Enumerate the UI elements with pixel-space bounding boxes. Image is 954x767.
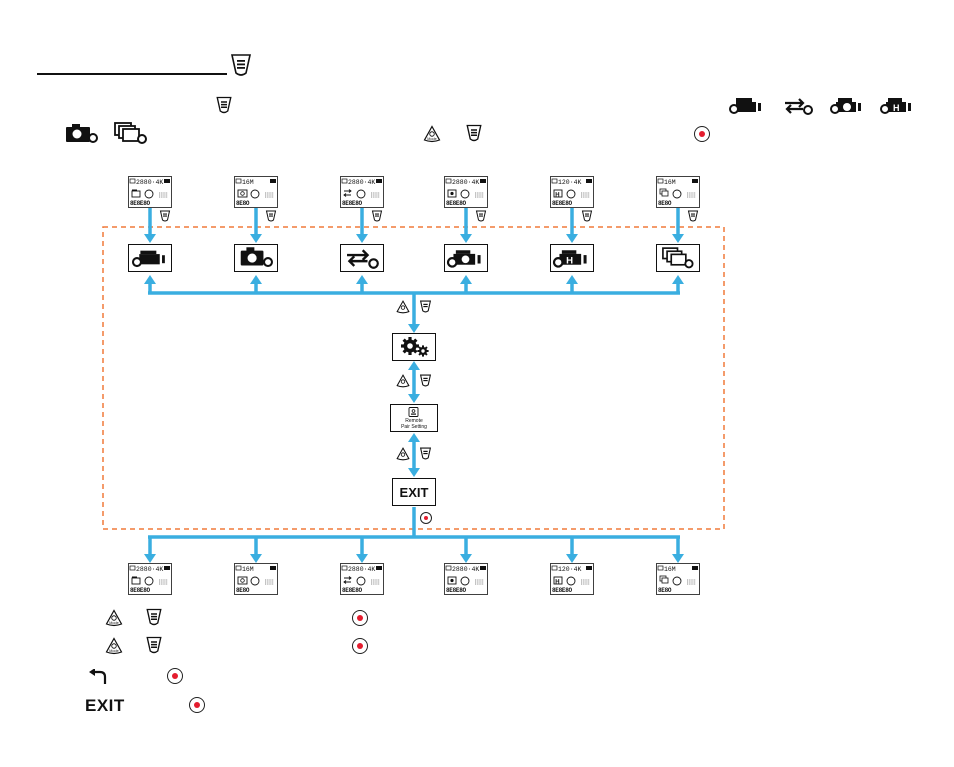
lcd-resolution-text: 16M xyxy=(664,179,676,186)
camera-lcd-screen-loop-bottom: 2880·4K 8E8E8O xyxy=(340,563,384,595)
remote-pair-setting-box[interactable]: Remote Pair Setting xyxy=(390,404,438,432)
svg-text:8E8E8O: 8E8E8O xyxy=(342,200,363,207)
camera-lcd-screen-video-top: 2880·4K 8E8E8O xyxy=(128,176,172,208)
svg-text:8E8E8O: 8E8E8O xyxy=(552,200,573,207)
burst-settings-icon xyxy=(662,247,694,269)
svg-text:H: H xyxy=(566,256,573,267)
lcd-resolution-text: 2880·4K xyxy=(136,179,163,186)
svg-text:8E8O: 8E8O xyxy=(236,200,250,207)
photo-settings-icon xyxy=(66,124,98,143)
video-settings-icon xyxy=(729,98,761,114)
svg-text:8E8E8O: 8E8E8O xyxy=(342,587,363,594)
lcd-resolution-text: 2880·4K xyxy=(348,566,375,573)
menu-button-icon xyxy=(159,210,171,222)
gear-icon xyxy=(401,337,429,357)
svg-text:8E8E8O: 8E8E8O xyxy=(130,200,151,207)
lcd-resolution-text: 120·4K xyxy=(558,566,582,573)
photo-settings-icon xyxy=(240,247,273,268)
svg-text:Mode: Mode xyxy=(427,137,436,141)
camera-lcd-screen-burst-top: 16M 8E8O xyxy=(656,176,700,208)
lcd-resolution-text: 2880·4K xyxy=(136,566,163,573)
loop-settings-icon xyxy=(347,249,379,269)
menu-button-icon xyxy=(419,300,432,313)
highspeed-settings-box[interactable]: H xyxy=(550,244,594,272)
menu-button-icon xyxy=(419,447,432,460)
menu-button-icon xyxy=(419,374,432,387)
back-arrow-icon xyxy=(89,669,107,684)
highspeed-settings-icon: H xyxy=(552,250,587,268)
timelapse-settings-box[interactable] xyxy=(444,244,488,272)
menu-button-icon xyxy=(371,210,383,222)
burst-settings-icon xyxy=(114,122,147,144)
menu-button-icon xyxy=(216,96,232,114)
camera-lcd-screen-photo-bottom: 16M 8E8O xyxy=(234,563,278,595)
menu-button-icon xyxy=(475,210,487,222)
lcd-resolution-text: 2880·4K xyxy=(348,179,375,186)
menu-button-icon xyxy=(581,210,593,222)
lcd-resolution-text: 2880·4K xyxy=(452,566,479,573)
exit-box[interactable]: EXIT xyxy=(392,478,436,506)
svg-text:8E8E8O: 8E8E8O xyxy=(446,587,467,594)
highspeed-settings-icon: H xyxy=(880,98,911,114)
lcd-resolution-text: 16M xyxy=(664,566,676,573)
remote-icon xyxy=(408,407,419,417)
lcd-resolution-text: 16M xyxy=(242,566,254,573)
video-settings-icon xyxy=(131,250,165,268)
mode-button-icon xyxy=(396,374,410,388)
camera-lcd-screen-photo-top: 16M 8E8O xyxy=(234,176,278,208)
lcd-resolution-text: 16M xyxy=(242,179,254,186)
remote-label-line2: Pair Setting xyxy=(401,424,427,430)
svg-text:8E8O: 8E8O xyxy=(236,587,250,594)
menu-button-icon xyxy=(687,210,699,222)
lcd-resolution-text: 2880·4K xyxy=(452,179,479,186)
svg-text:Mode: Mode xyxy=(109,621,118,625)
camera-lcd-screen-timelapse-bottom: 2880·4K 8E8E8O xyxy=(444,563,488,595)
mode-button-icon xyxy=(396,300,410,314)
loop-settings-box[interactable] xyxy=(340,244,384,272)
svg-text:8E8E8O: 8E8E8O xyxy=(552,587,573,594)
svg-text:H: H xyxy=(555,192,559,198)
timelapse-settings-icon xyxy=(830,98,861,114)
section-header-rule xyxy=(37,73,227,75)
menu-button-icon xyxy=(265,210,277,222)
menu-button-icon xyxy=(231,54,251,76)
mode-button-icon: Mode xyxy=(423,125,441,143)
camera-lcd-screen-highspeed-top: 120·4K H 8E8E8O xyxy=(550,176,594,208)
camera-lcd-screen-loop-top: 2880·4K 8E8E8O xyxy=(340,176,384,208)
record-button-icon xyxy=(420,512,432,524)
mode-button-icon: Mode xyxy=(105,609,123,627)
menu-button-icon xyxy=(146,608,162,626)
remote-label-line1: Remote xyxy=(405,418,423,424)
menu-button-icon xyxy=(146,636,162,654)
record-button-icon xyxy=(352,610,368,626)
record-button-icon xyxy=(189,697,205,713)
camera-lcd-screen-video-bottom: 2880·4K 8E8E8O xyxy=(128,563,172,595)
svg-text:8E8O: 8E8O xyxy=(658,200,672,207)
legend-exit-label: EXIT xyxy=(85,696,125,715)
photo-settings-box[interactable] xyxy=(234,244,278,272)
svg-text:H: H xyxy=(555,579,559,585)
camera-lcd-screen-highspeed-bottom: 120·4K H 8E8E8O xyxy=(550,563,594,595)
loop-settings-icon xyxy=(785,98,813,115)
record-button-icon xyxy=(694,126,710,142)
record-button-icon xyxy=(167,668,183,684)
camera-lcd-screen-timelapse-top: 2880·4K 8E8E8O xyxy=(444,176,488,208)
burst-settings-box[interactable] xyxy=(656,244,700,272)
record-button-icon xyxy=(352,638,368,654)
video-settings-box[interactable] xyxy=(128,244,172,272)
mode-button-icon xyxy=(396,447,410,461)
svg-text:8E8E8O: 8E8E8O xyxy=(130,587,151,594)
lcd-resolution-text: 120·4K xyxy=(558,179,582,186)
svg-text:8E8E8O: 8E8E8O xyxy=(446,200,467,207)
timelapse-settings-icon xyxy=(446,250,481,268)
svg-text:H: H xyxy=(893,103,900,113)
setup-settings-box[interactable] xyxy=(392,333,436,361)
svg-text:8E8O: 8E8O xyxy=(658,587,672,594)
camera-lcd-screen-burst-bottom: 16M 8E8O xyxy=(656,563,700,595)
svg-text:Mode: Mode xyxy=(109,649,118,653)
mode-button-icon: Mode xyxy=(105,637,123,655)
menu-button-icon xyxy=(466,124,482,142)
